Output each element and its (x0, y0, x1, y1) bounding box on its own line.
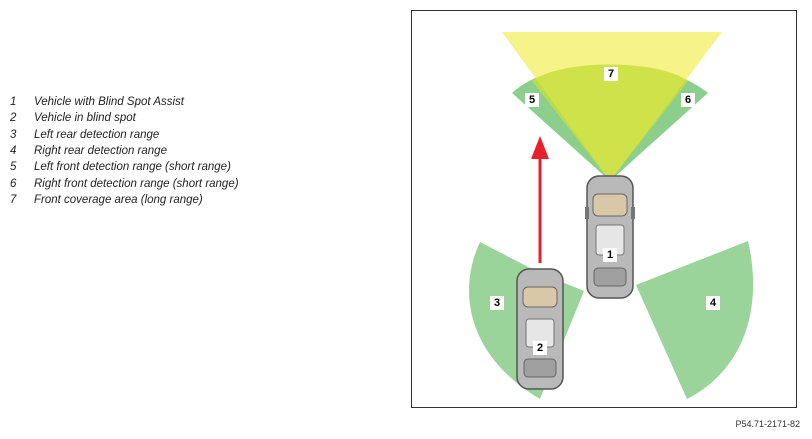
legend-item-5: 5 Left front detection range (short range… (10, 159, 239, 175)
legend-text: Left rear detection range (34, 128, 160, 141)
vehicle-2-car (516, 268, 564, 390)
legend-item-3: 3 Left rear detection range (10, 127, 239, 143)
vehicle-1-car (585, 175, 635, 299)
zone-4-right-rear (636, 241, 754, 399)
label-1: 1 (603, 248, 617, 262)
legend-number: 7 (10, 193, 17, 206)
legend-item-4: 4 Right rear detection range (10, 143, 239, 159)
legend-number: 1 (10, 96, 17, 109)
legend-item-7: 7 Front coverage area (long range) (10, 192, 239, 208)
legend-number: 5 (10, 161, 17, 174)
svg-text:6: 6 (685, 94, 691, 106)
zone-overlap (532, 64, 688, 181)
legend-number: 4 (10, 145, 17, 158)
label-2: 2 (533, 341, 547, 355)
legend-text: Vehicle with Blind Spot Assist (34, 96, 184, 109)
svg-text:5: 5 (529, 94, 535, 106)
legend-item-6: 6 Right front detection range (short rang… (10, 175, 239, 191)
svg-text:2: 2 (537, 342, 543, 354)
legend-number: 2 (10, 112, 17, 125)
legend-item-1: 1 Vehicle with Blind Spot Assist (10, 94, 239, 110)
label-7: 7 (604, 67, 618, 81)
legend-item-2: 2 Vehicle in blind spot (10, 110, 239, 126)
svg-text:1: 1 (607, 249, 613, 261)
diagram-panel: 1 2 3 4 5 6 7 (411, 10, 797, 408)
legend-text: Front coverage area (long range) (34, 193, 203, 206)
reference-code: P54.71-2171-82 (735, 419, 800, 429)
label-3: 3 (490, 296, 504, 310)
legend-number: 6 (10, 177, 17, 190)
svg-text:7: 7 (608, 68, 614, 80)
legend-number: 3 (10, 128, 17, 141)
blind-spot-diagram: 1 2 3 4 5 6 7 (469, 32, 754, 399)
label-5: 5 (525, 93, 539, 107)
movement-arrow (531, 136, 549, 263)
legend: 1 Vehicle with Blind Spot Assist 2 Vehicle… (10, 94, 239, 208)
label-4: 4 (706, 296, 720, 310)
legend-text: Right front detection range (short range… (34, 177, 239, 190)
legend-text: Right rear detection range (34, 145, 167, 158)
label-6: 6 (681, 93, 695, 107)
svg-text:4: 4 (710, 297, 717, 309)
legend-text: Left front detection range (short range) (34, 161, 231, 174)
legend-text: Vehicle in blind spot (34, 112, 136, 125)
svg-text:3: 3 (494, 297, 500, 309)
